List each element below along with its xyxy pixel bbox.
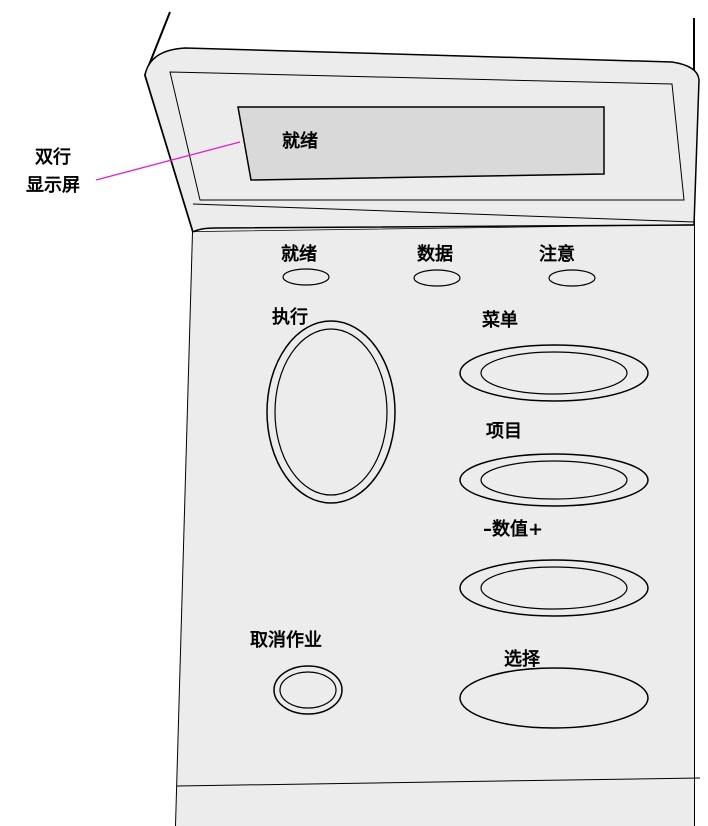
housing-seam bbox=[192, 203, 695, 223]
ready-indicator-label: 就绪 bbox=[281, 244, 317, 265]
panel-bottom-seam bbox=[176, 777, 701, 787]
select-button[interactable] bbox=[459, 667, 649, 729]
cancel-job-button-label: 取消作业 bbox=[250, 630, 322, 651]
callout-line-2: 显示屏 bbox=[26, 175, 80, 196]
select-button-label: 选择 bbox=[504, 649, 540, 670]
attention-indicator-light bbox=[548, 269, 596, 287]
value-button-label: –数值+ bbox=[483, 519, 544, 540]
callout-leader-line bbox=[95, 141, 241, 181]
cancel-job-button[interactable] bbox=[273, 665, 343, 715]
data-indicator-label: 数据 bbox=[417, 244, 453, 265]
button-face-top-edge bbox=[192, 224, 695, 233]
attention-indicator-label: 注意 bbox=[539, 244, 575, 265]
callout-label: 双行 显示屏 bbox=[8, 144, 98, 200]
menu-button-label: 菜单 bbox=[482, 310, 518, 331]
lcd-text: 就绪 bbox=[282, 131, 318, 152]
value-button[interactable] bbox=[459, 559, 649, 617]
go-button[interactable] bbox=[266, 320, 396, 504]
callout-line-1: 双行 bbox=[35, 147, 71, 168]
go-button-label: 执行 bbox=[272, 307, 308, 328]
ready-indicator-light bbox=[282, 268, 330, 286]
data-indicator-light bbox=[413, 269, 461, 287]
button-face bbox=[176, 225, 694, 826]
item-button-label: 项目 bbox=[486, 421, 522, 442]
lcd-screen bbox=[237, 106, 605, 181]
item-button[interactable] bbox=[459, 453, 649, 507]
menu-button[interactable] bbox=[459, 344, 649, 402]
